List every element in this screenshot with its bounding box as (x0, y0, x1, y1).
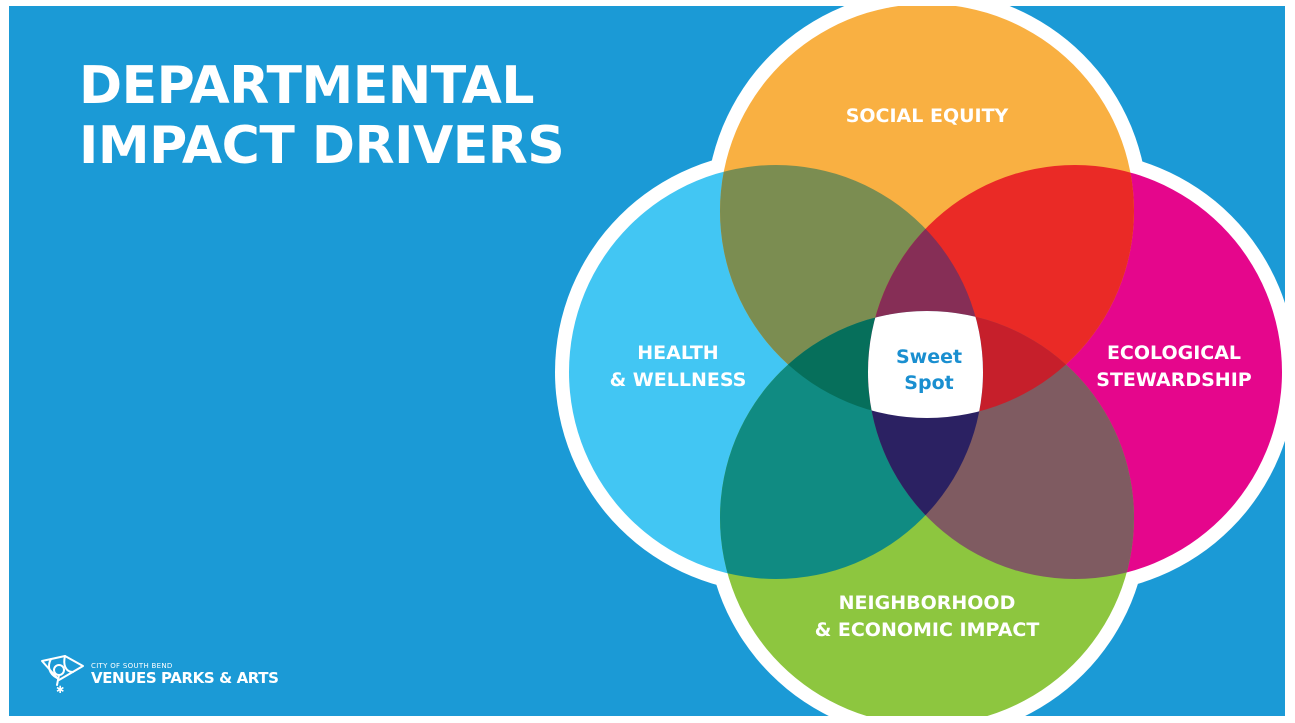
neighborhood-label-line-1: NEIGHBORHOOD (839, 592, 1016, 614)
logo-text: CITY OF SOUTH BEND VENUES PARKS & ARTS (91, 662, 279, 686)
health-label-line-1: HEALTH (637, 342, 718, 364)
sweet-spot-label-line-2: Spot (904, 372, 953, 394)
health-label-line-2: & WELLNESS (610, 369, 747, 391)
flag-balloon-icon: ✱ (41, 655, 84, 694)
logo-city-text: CITY OF SOUTH BEND (91, 662, 173, 670)
venues-parks-arts-logo: ✱ CITY OF SOUTH BEND VENUES PARKS & ARTS (39, 654, 279, 694)
slide: DEPARTMENTAL IMPACT DRIVERS (9, 6, 1285, 716)
social-equity-label: SOCIAL EQUITY (846, 105, 1009, 127)
venn-diagram: SOCIAL EQUITY HEALTH & WELLNESS ECOLOGIC… (555, 6, 1285, 716)
svg-text:✱: ✱ (56, 685, 64, 694)
sweet-spot-label-line-1: Sweet (896, 346, 962, 368)
slide-title: DEPARTMENTAL IMPACT DRIVERS (79, 56, 565, 176)
logo-brand-text: VENUES PARKS & ARTS (91, 669, 279, 687)
ecological-label-line-1: ECOLOGICAL (1107, 342, 1241, 364)
title-line-1: DEPARTMENTAL (79, 56, 535, 116)
ecological-label-line-2: STEWARDSHIP (1096, 369, 1251, 391)
neighborhood-label-line-2: & ECONOMIC IMPACT (815, 619, 1040, 641)
title-line-2: IMPACT DRIVERS (79, 116, 565, 176)
